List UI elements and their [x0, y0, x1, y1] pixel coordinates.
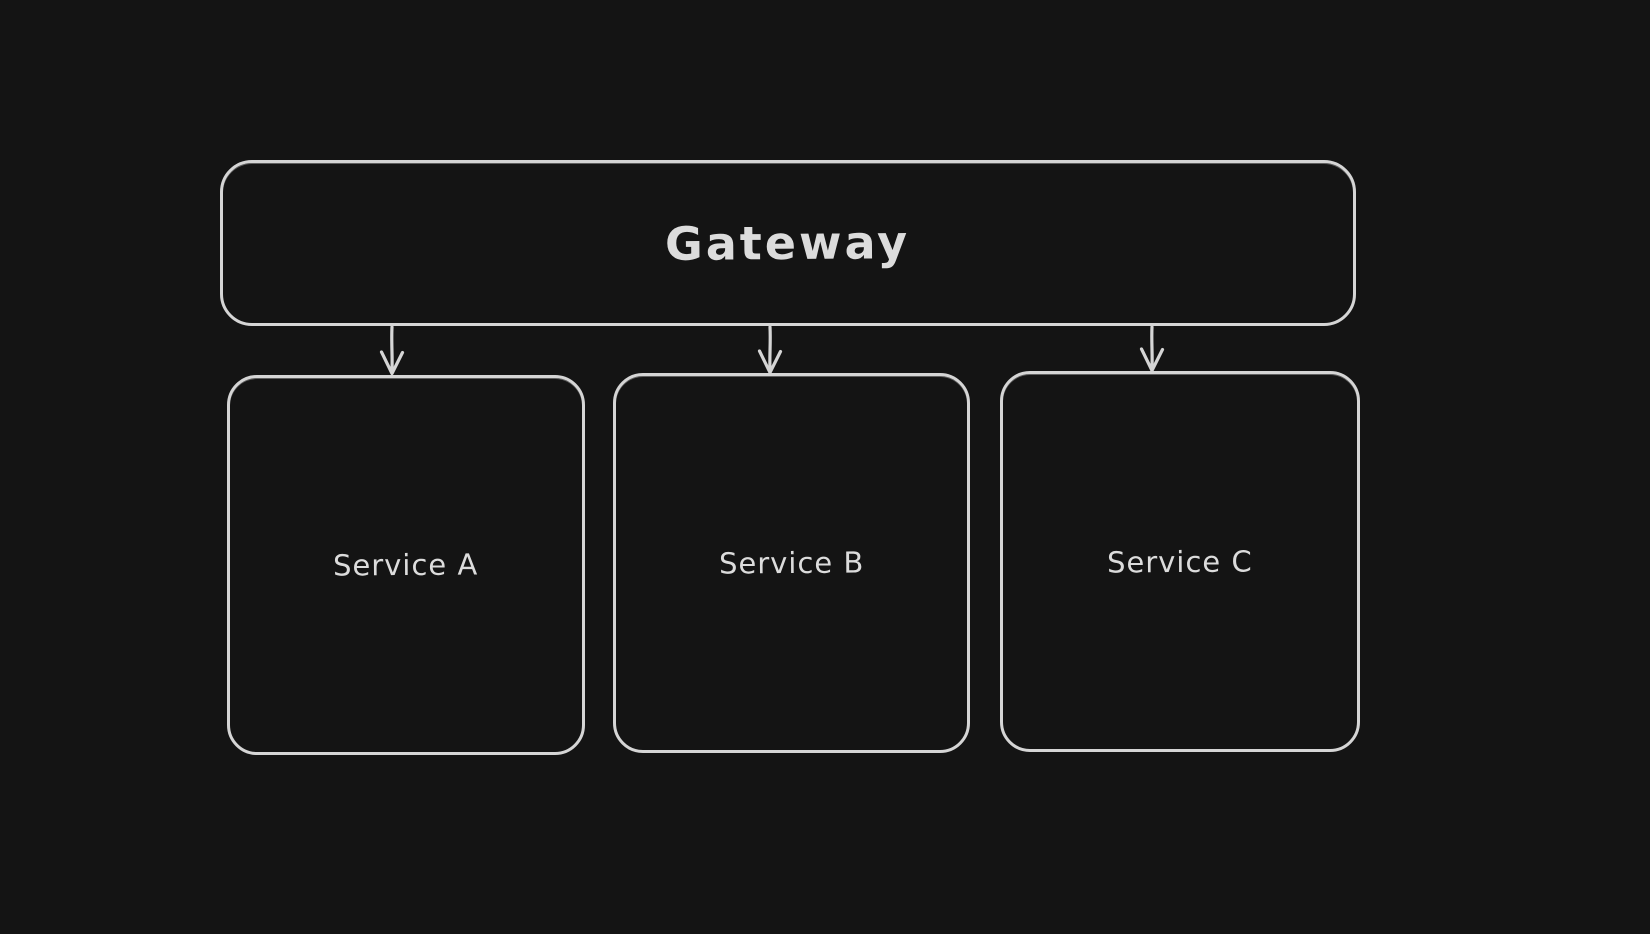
arrow-gateway-to-service-c-icon[interactable]	[1139, 325, 1165, 373]
arrow-gateway-to-service-b-icon[interactable]	[757, 325, 783, 375]
node-service-c[interactable]: Service C	[1000, 371, 1360, 752]
node-service-b[interactable]: Service B	[613, 373, 970, 753]
node-gateway[interactable]: Gateway	[220, 160, 1356, 326]
node-service-b-label: Service B	[718, 545, 865, 581]
arrow-gateway-to-service-a-icon[interactable]	[379, 325, 405, 376]
node-service-a-label: Service A	[333, 547, 479, 583]
node-service-c-label: Service C	[1107, 543, 1253, 580]
node-service-a[interactable]: Service A	[227, 375, 585, 755]
node-gateway-label: Gateway	[665, 215, 911, 271]
